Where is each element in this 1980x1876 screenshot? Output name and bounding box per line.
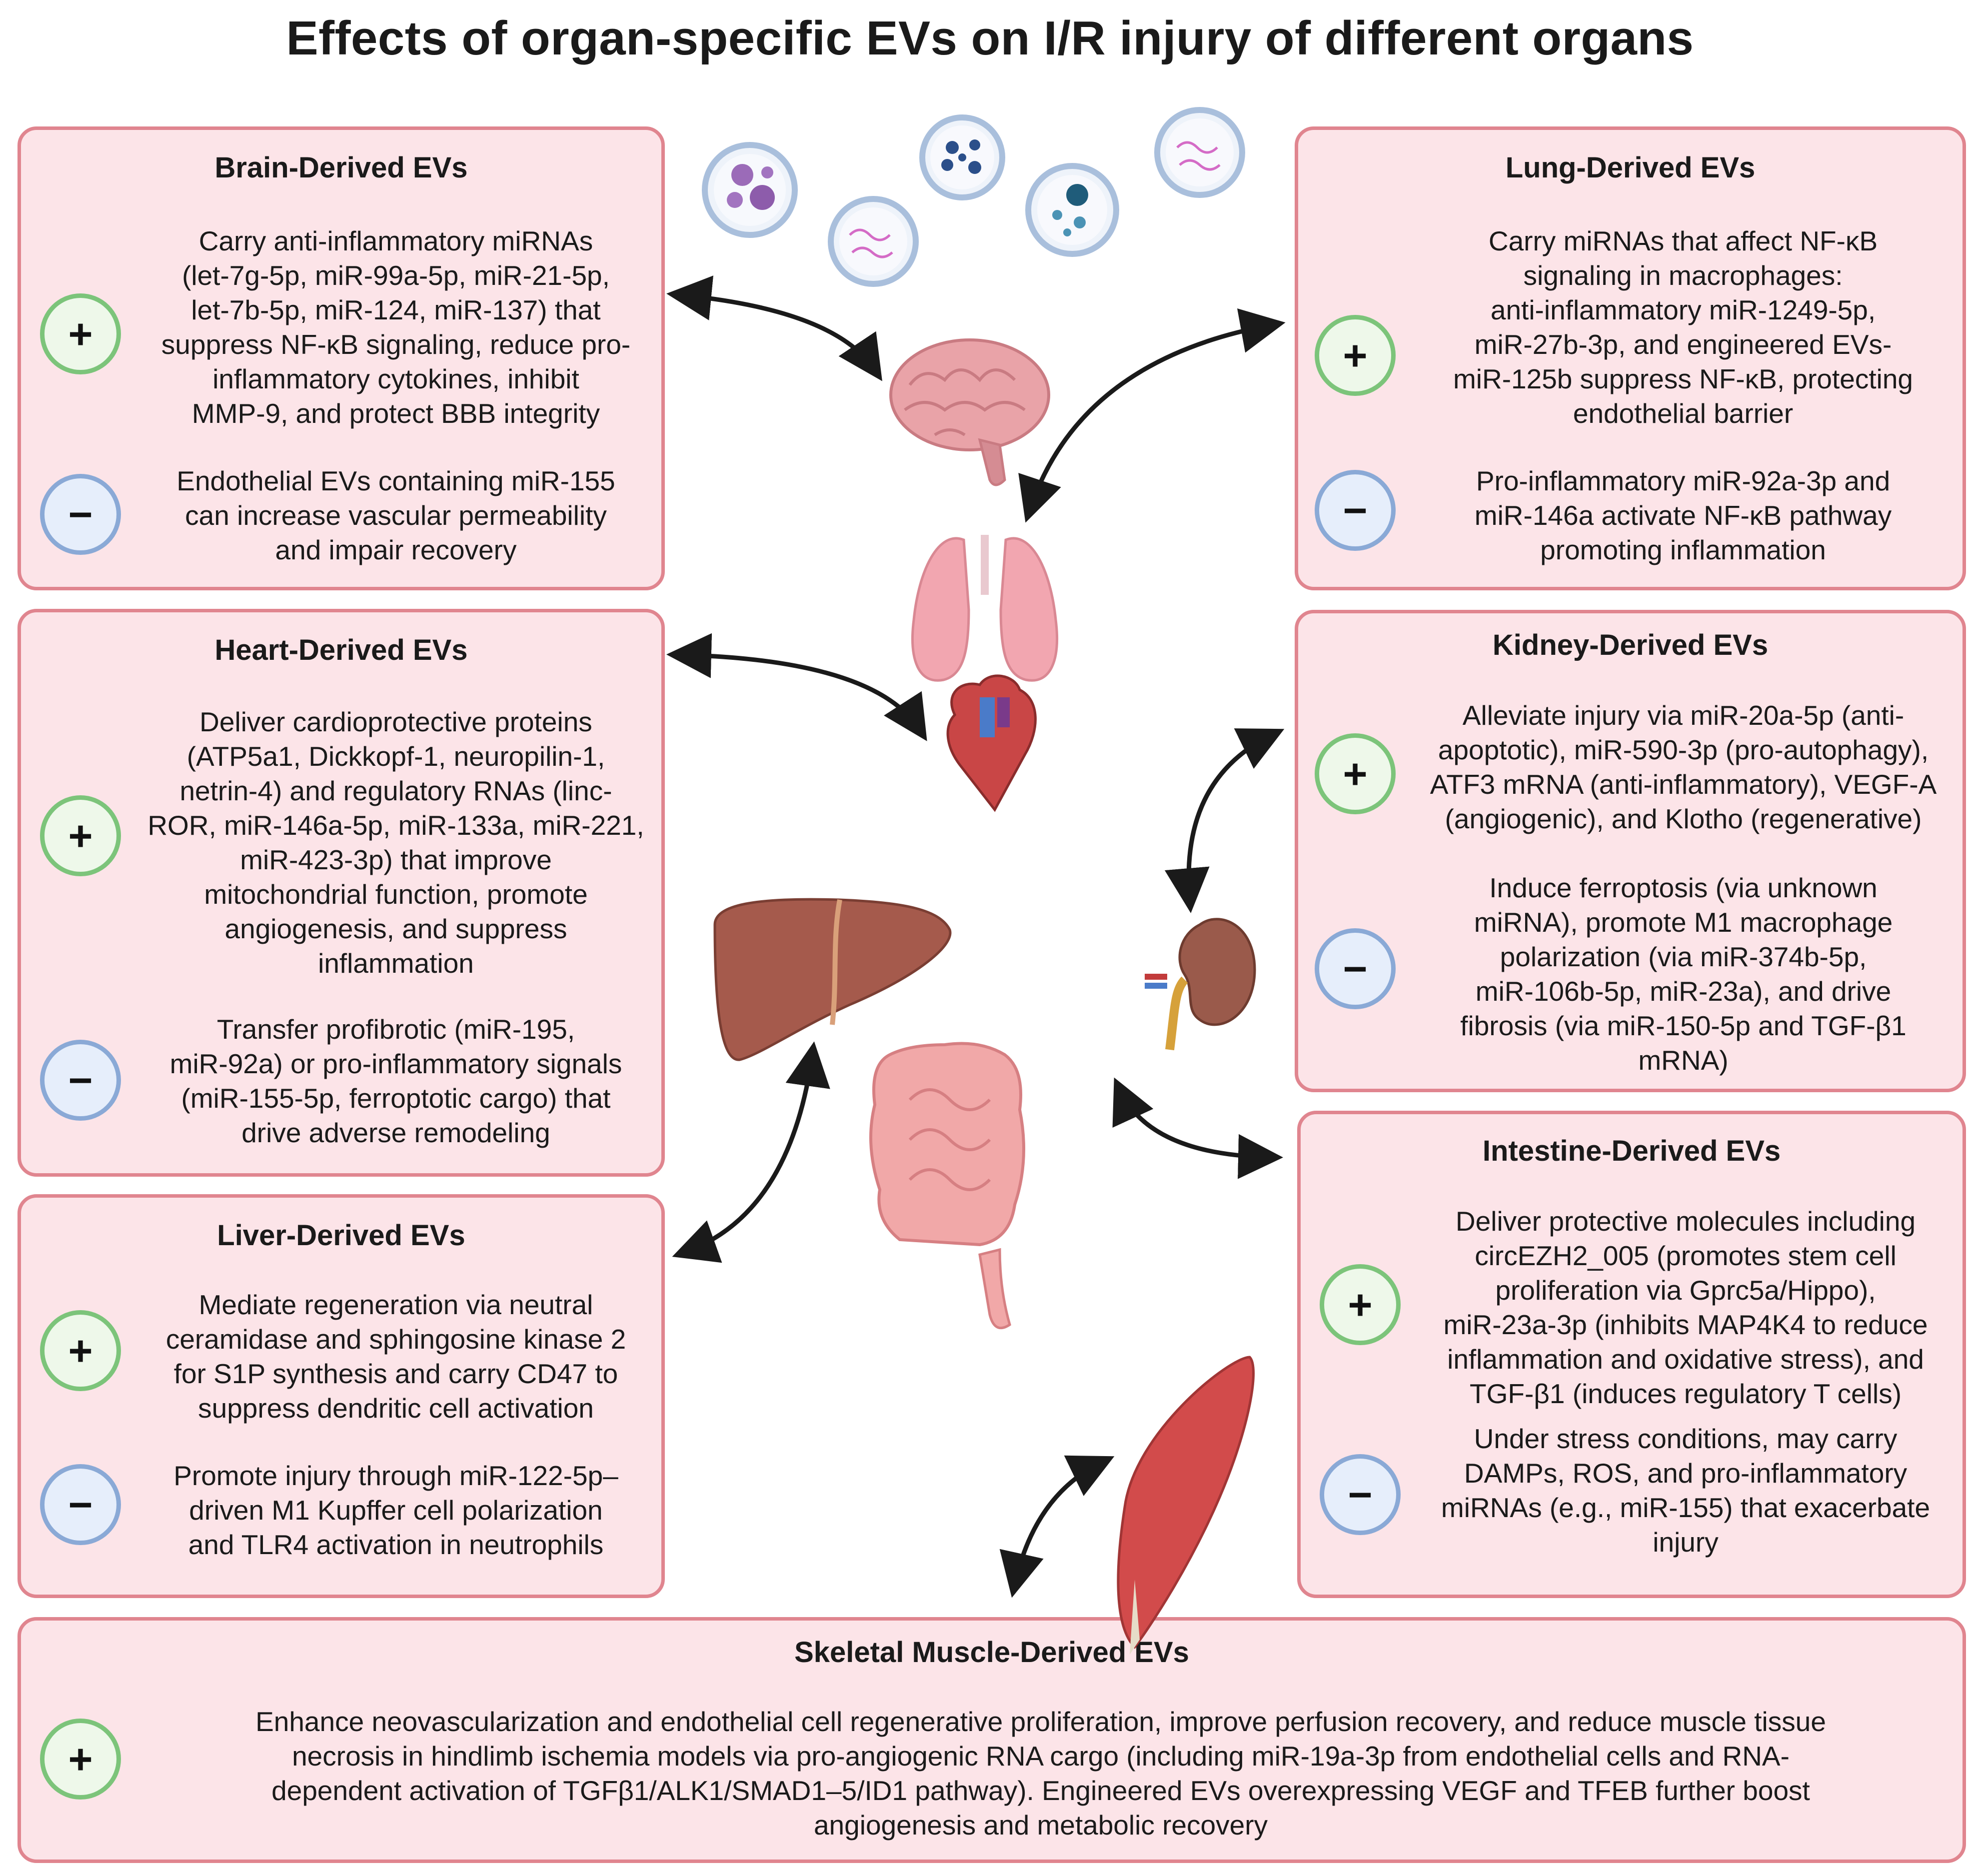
plus-icon: + bbox=[40, 1719, 121, 1800]
negative-effects-text: Pro-inflammatory miR-92a-3p and miR-146a… bbox=[1474, 465, 1892, 565]
positive-effects-text: Carry anti-inflammatory miRNAs (let-7g-5… bbox=[161, 225, 631, 429]
panel-title: Intestine-Derived EVs bbox=[1482, 1135, 1781, 1167]
minus-icon: − bbox=[40, 1040, 121, 1121]
positive-effects-text: Carry miRNAs that affect NF-κB signaling… bbox=[1453, 225, 1914, 429]
panel-title: Kidney-Derived EVs bbox=[1492, 629, 1769, 661]
muscle-icon bbox=[1117, 1356, 1255, 1655]
positive-effects-text: Enhance neovascularization and endotheli… bbox=[255, 1706, 1826, 1841]
ev-vesicle-icon bbox=[828, 196, 919, 287]
plus-icon: + bbox=[1315, 315, 1396, 396]
panel-skeletal-muscle: Skeletal Muscle-Derived EVs + Enhance ne… bbox=[17, 1617, 1966, 1863]
connector-arrows bbox=[666, 275, 1286, 1598]
lungs-icon bbox=[911, 535, 1058, 682]
minus-icon: − bbox=[1320, 1454, 1401, 1535]
plus-icon: + bbox=[1315, 733, 1396, 814]
ev-vesicle-icon bbox=[1154, 107, 1245, 198]
minus-icon: − bbox=[1315, 928, 1396, 1009]
minus-icon: − bbox=[40, 1464, 121, 1545]
minus-icon: − bbox=[1315, 470, 1396, 551]
negative-effects-text: Endothelial EVs containing miR-155 can i… bbox=[176, 465, 615, 565]
plus-icon: + bbox=[40, 1310, 121, 1391]
intestine-icon bbox=[869, 1042, 1025, 1330]
panel-kidney: Kidney-Derived EVs + Alleviate injury vi… bbox=[1295, 610, 1966, 1092]
panel-title: Brain-Derived EVs bbox=[214, 151, 468, 184]
negative-effects-text: Promote injury through miR-122-5p– drive… bbox=[173, 1460, 618, 1560]
ev-vesicle-icon bbox=[702, 142, 798, 238]
kidney-icon bbox=[1145, 918, 1256, 1051]
panel-liver: Liver-Derived EVs + Mediate regeneration… bbox=[17, 1194, 665, 1598]
minus-icon: − bbox=[40, 474, 121, 555]
negative-effects-text: Under stress conditions, may carry DAMPs… bbox=[1441, 1423, 1931, 1558]
ev-vesicle-icon bbox=[1025, 163, 1119, 257]
liver-icon bbox=[713, 898, 952, 1061]
positive-effects-text: Deliver protective molecules including c… bbox=[1443, 1206, 1928, 1409]
panel-intestine: Intestine-Derived EVs + Deliver protecti… bbox=[1297, 1111, 1966, 1598]
figure-title: Effects of organ-specific EVs on I/R inj… bbox=[286, 11, 1694, 65]
plus-icon: + bbox=[1320, 1264, 1401, 1345]
panel-title: Liver-Derived EVs bbox=[217, 1219, 465, 1252]
panel-brain: Brain-Derived EVs + Carry anti-inflammat… bbox=[17, 126, 665, 590]
plus-icon: + bbox=[40, 795, 121, 876]
panel-title: Lung-Derived EVs bbox=[1505, 151, 1756, 184]
positive-effects-text: Deliver cardioprotective proteins (ATP5a… bbox=[147, 706, 644, 979]
ev-vesicle-icon bbox=[919, 114, 1005, 200]
panel-heart: Heart-Derived EVs + Deliver cardioprotec… bbox=[17, 609, 665, 1177]
negative-effects-text: Transfer profibrotic (miR-195, miR-92a) … bbox=[169, 1014, 622, 1148]
panel-title: Heart-Derived EVs bbox=[214, 634, 468, 666]
negative-effects-text: Induce ferroptosis (via unknown miRNA), … bbox=[1460, 872, 1907, 1076]
positive-effects-text: Mediate regeneration via neutral ceramid… bbox=[165, 1289, 626, 1424]
heart-icon bbox=[946, 674, 1037, 812]
positive-effects-text: Alleviate injury via miR-20a-5p (anti- a… bbox=[1430, 700, 1937, 834]
panel-lung: Lung-Derived EVs + Carry miRNAs that aff… bbox=[1295, 126, 1966, 590]
brain-icon bbox=[889, 338, 1050, 486]
panel-title: Skeletal Muscle-Derived EVs bbox=[794, 1636, 1189, 1669]
plus-icon: + bbox=[40, 293, 121, 374]
